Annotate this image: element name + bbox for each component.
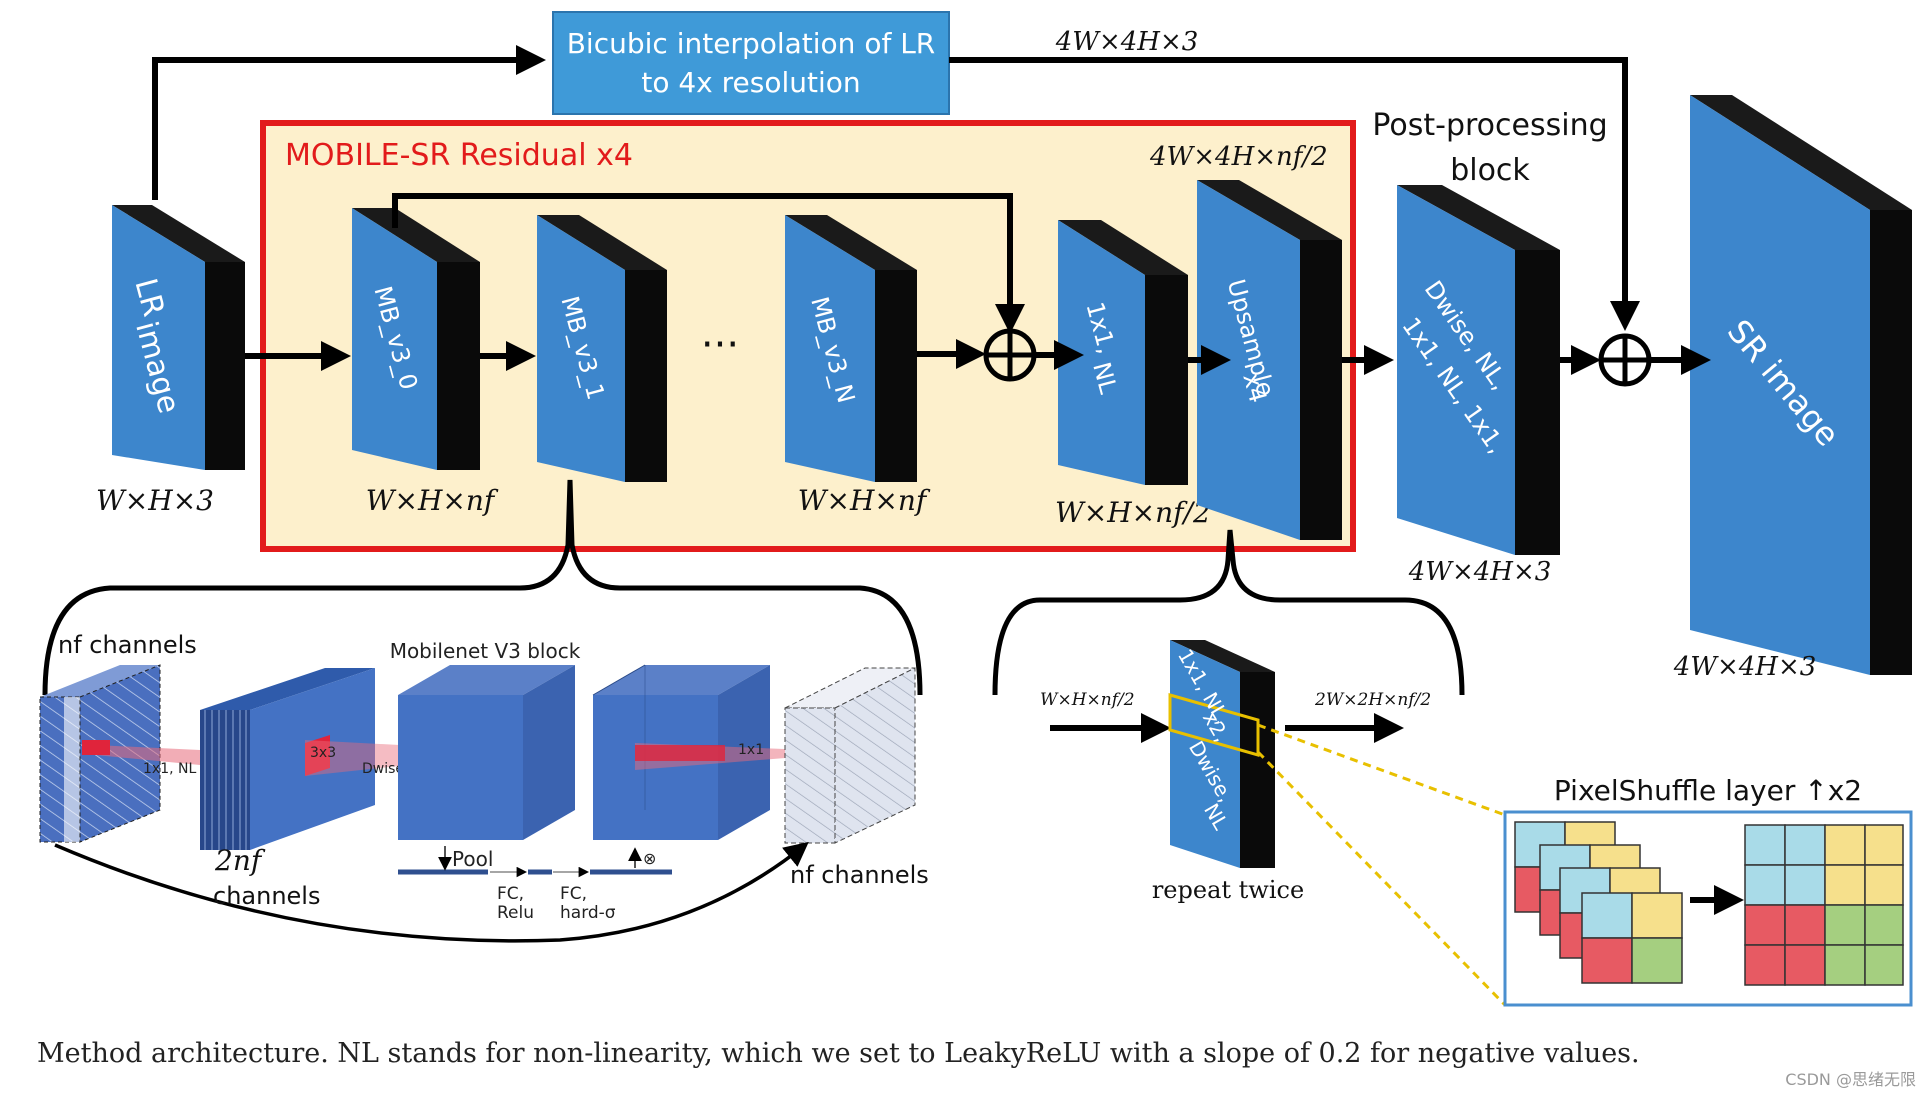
- mb-kernel-3: [635, 745, 725, 761]
- mb-v3-0-block: MB_v3_0: [352, 208, 480, 470]
- residual-skip-connection: [392, 193, 1025, 334]
- mb-detail-nf-out: nf channels: [790, 861, 929, 889]
- mb-detail-brace: [42, 479, 923, 696]
- residual-title: MOBILE-SR Residual x4: [285, 138, 633, 173]
- mb-residual-curve: [54, 841, 809, 943]
- lr-image-block: LR image: [112, 205, 245, 470]
- dim-up-top: 4W×4H×nf/2: [1149, 142, 1328, 172]
- mb-label-k1: 1x1, NL: [143, 761, 196, 777]
- mb-v3-n-block: MB_v3_N: [785, 215, 917, 482]
- mb-label-mult: ⊗: [643, 849, 656, 868]
- postproc-title-line1: Post-processing: [1372, 108, 1607, 143]
- bicubic-skip-connection: [152, 45, 1640, 331]
- mb-label-expand-2: channels: [213, 882, 320, 910]
- pixelshuffle-title: PixelShuffle layer ↑x2: [1554, 774, 1862, 807]
- ellipsis: ···: [701, 322, 739, 368]
- mb-label-fc1b: Relu: [497, 903, 534, 923]
- mb-label-expand-1: 2nf: [214, 844, 266, 877]
- conv-1x1-nl-block: 1x1, NL: [1058, 220, 1188, 485]
- mb-label-k3: 3x3: [310, 745, 336, 761]
- mb-label-fc2a: FC,: [560, 884, 587, 904]
- figure-caption: Method architecture. NL stands for non-l…: [37, 1038, 1640, 1069]
- bicubic-label-line2: to 4x resolution: [641, 66, 860, 99]
- residual-sum-node: [983, 328, 1037, 382]
- mb-v3-1-block: MB_v3_1: [537, 215, 667, 482]
- upsample-detail-brace: [992, 529, 1465, 696]
- mb-label-fc1a: FC,: [497, 884, 524, 904]
- mb-se-branch: [398, 846, 672, 878]
- csdn-watermark: CSDN @思绪无限: [1785, 1070, 1916, 1089]
- upsample-block: Upsample x4: [1197, 180, 1342, 540]
- ps-stacked-tiles: [1514, 821, 1683, 984]
- dim-top: 4W×4H×3: [1055, 27, 1199, 57]
- ps-dim-out: 2W×2H×nf/2: [1314, 690, 1431, 710]
- bicubic-box: Bicubic interpolation of LR to 4x resolu…: [552, 11, 950, 115]
- ps-dim-in: W×H×nf/2: [1040, 690, 1135, 710]
- mb-kernel-1: [82, 740, 110, 755]
- repeat-label: repeat twice: [1152, 876, 1304, 904]
- dim-half: W×H×nf/2: [1055, 496, 1211, 529]
- main-flow-arrows: [245, 339, 1711, 375]
- ps-output-grid: [1744, 824, 1904, 986]
- ps-highlight: [1168, 693, 1260, 757]
- postproc-block: Dwise, NL, 1x1, NL, 1x1,: [1396, 185, 1560, 555]
- sr-image-block: SR image: [1690, 95, 1912, 675]
- mb-label-pool: Pool: [452, 847, 493, 871]
- mb-output-slab: [784, 667, 916, 844]
- mb-label-k1b: 1x1: [738, 742, 764, 758]
- mb-input-slab: [39, 664, 161, 843]
- mobilenet-title: Mobilenet V3 block: [390, 639, 581, 663]
- mb-kernel-beam-1: [95, 745, 200, 765]
- mb-label-fc2b: hard-σ: [560, 903, 616, 923]
- mb-dwise-cube: [398, 665, 575, 840]
- final-sum-node: [1598, 333, 1652, 387]
- mb-detail-nf-in: nf channels: [58, 631, 197, 659]
- postproc-title-line2: block: [1450, 153, 1530, 188]
- dim-post: 4W×4H×3: [1408, 557, 1552, 587]
- ps-callout-lines: [1256, 723, 1507, 1007]
- dim-sr: 4W×4H×3: [1673, 652, 1817, 682]
- ps-block: 1x1, NL, x2, Dwise, NL: [1168, 640, 1275, 868]
- dim-mbn: W×H×nf: [798, 484, 931, 517]
- dim-mb0: W×H×nf: [366, 484, 499, 517]
- dim-lr: W×H×3: [96, 484, 214, 517]
- bicubic-label-line1: Bicubic interpolation of LR: [567, 27, 936, 60]
- mb-expand-slab: [200, 668, 375, 850]
